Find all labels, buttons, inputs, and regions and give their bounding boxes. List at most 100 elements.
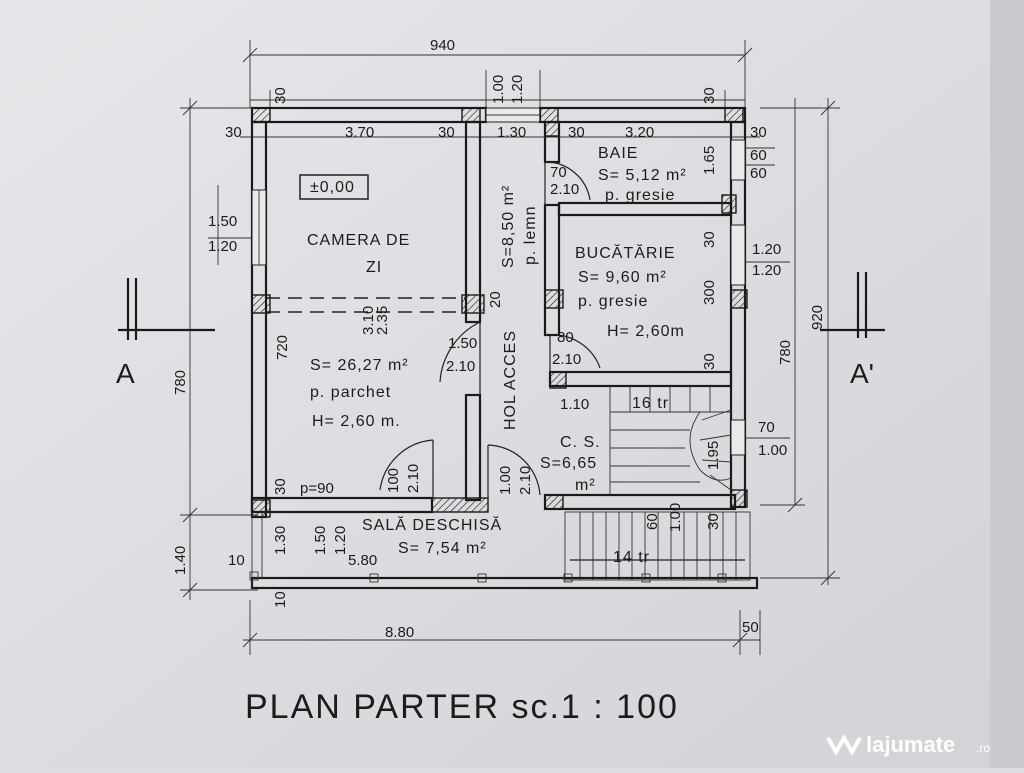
dim-win-left-150: 1.50 <box>208 213 237 230</box>
dim-right-100: 1.00 <box>758 442 787 459</box>
dim-door-150: 1.50 <box>448 335 477 352</box>
dim-20: 20 <box>487 291 504 308</box>
dim-stairs-195: 1.95 <box>705 441 722 470</box>
bucatarie-floor: p. gresie <box>578 293 648 310</box>
camera-floor: p. parchet <box>310 384 391 401</box>
baie-area: S= 5,12 m² <box>598 167 687 184</box>
sala-name: SALĂ DESCHISĂ <box>362 515 502 534</box>
dim-right-300: 300 <box>701 280 718 305</box>
dim-60c: 60 <box>644 513 661 530</box>
bucatarie-height: H= 2,60m <box>607 323 685 340</box>
section-label-right: A' <box>850 358 874 389</box>
baie-floor: p. gresie <box>605 187 675 204</box>
dim-door-80: 80 <box>557 329 574 346</box>
dim-win-left-120: 1.20 <box>208 238 237 255</box>
dim-top-right-30: 30 <box>701 87 718 104</box>
stairs-upper-steps: 16 tr <box>632 395 669 412</box>
dim-right-inner: 780 <box>777 340 794 365</box>
dim-p90: p=90 <box>300 480 334 497</box>
camera-height: H= 2,60 m. <box>312 413 401 430</box>
dim-10b: 10 <box>272 591 289 608</box>
dim-100c: 1.00 <box>667 503 684 532</box>
section-label-left: A <box>116 358 135 389</box>
dim-door-210a: 2.10 <box>446 358 475 375</box>
dimension-lines <box>180 40 840 655</box>
cs-unit: m² <box>575 477 596 494</box>
dim-30e: 30 <box>705 513 722 530</box>
hol-name: HOL ACCES <box>502 330 519 430</box>
dim-top-mid-120: 1.20 <box>509 75 526 104</box>
cs-area: S=6,65 <box>540 455 597 472</box>
sala-area: S= 7,54 m² <box>398 540 487 557</box>
dim-door-70: 70 <box>550 164 567 181</box>
dim-door-100a: 100 <box>385 468 402 493</box>
dim-row-320: 3.20 <box>625 124 654 141</box>
dim-door-210d: 2.10 <box>405 464 422 493</box>
staircase <box>564 386 751 581</box>
hol-area: S=8,50 m² <box>500 185 517 268</box>
dim-door-210b: 2.10 <box>552 351 581 368</box>
hol-floor: p. lemn <box>522 206 539 265</box>
exterior-walls <box>250 106 748 519</box>
dim-row-right-30: 30 <box>750 124 767 141</box>
dim-10a: 10 <box>228 552 245 569</box>
section-markers <box>118 272 885 340</box>
dim-row-370: 3.70 <box>345 124 374 141</box>
watermark-logo-icon <box>826 733 862 757</box>
dim-top-mid-100: 1.00 <box>490 75 507 104</box>
dim-right-60a: 60 <box>750 147 767 164</box>
dim-row-30b: 30 <box>568 124 585 141</box>
dim-235: 2.35 <box>374 306 391 335</box>
bucatarie-name: BUCĂTĂRIE <box>575 243 676 262</box>
dim-right-70: 70 <box>758 419 775 436</box>
dim-150b: 1.50 <box>312 526 329 555</box>
level-value: ±0,00 <box>310 179 355 196</box>
dim-bottom-extra: 50 <box>742 619 759 636</box>
plan-title: PLAN PARTER sc.1 : 100 <box>245 688 679 726</box>
dim-right-60b: 60 <box>750 165 767 182</box>
dim-row-130: 1.30 <box>497 124 526 141</box>
watermark-tld: .ro <box>976 741 990 755</box>
level-marker-box <box>299 174 369 200</box>
room-labels: ±0,00 CAMERA DE ZI S= 26,27 m² p. parche… <box>307 145 687 566</box>
dim-130b: 1.30 <box>272 526 289 555</box>
dim-right-outer: 920 <box>809 305 826 330</box>
dimension-labels: 940 30 1.00 1.20 30 30 3.70 30 1.30 30 3… <box>172 37 826 641</box>
cs-name: C. S. <box>560 434 601 451</box>
dim-right-120b: 1.20 <box>752 262 781 279</box>
dim-580: 5.80 <box>348 552 377 569</box>
terrace-outline <box>249 512 759 590</box>
dim-120c: 1.20 <box>332 526 349 555</box>
dim-left-720: 720 <box>274 335 291 360</box>
dim-left-lower: 1.40 <box>172 546 189 575</box>
dim-right-120a: 1.20 <box>752 241 781 258</box>
camera-area: S= 26,27 m² <box>310 357 409 374</box>
camera-name-line2: ZI <box>366 259 382 276</box>
dim-top-left-30: 30 <box>272 87 289 104</box>
dim-bottom-total: 8.80 <box>385 624 414 641</box>
dim-door-210c: 2.10 <box>550 181 579 198</box>
bucatarie-area: S= 9,60 m² <box>578 269 667 286</box>
dim-door-210e: 2.10 <box>517 466 534 495</box>
dim-row-left-30: 30 <box>225 124 242 141</box>
doors <box>379 161 601 498</box>
dim-right-30d: 30 <box>701 353 718 370</box>
dim-right-30c: 30 <box>701 231 718 248</box>
dim-310: 3.10 <box>360 306 377 335</box>
dim-30a: 30 <box>272 478 289 495</box>
paper-edge <box>990 0 1024 768</box>
stairs-lower-steps: 14 tr <box>613 549 650 566</box>
dim-left-total: 780 <box>172 370 189 395</box>
camera-name-line1: CAMERA DE <box>307 232 410 249</box>
interior-walls <box>266 120 733 502</box>
dim-110: 1.10 <box>560 396 589 413</box>
dim-door-100b: 1.00 <box>497 466 514 495</box>
baie-name: BAIE <box>598 145 638 162</box>
watermark: lajumate .ro <box>826 732 990 757</box>
watermark-brand: lajumate <box>866 732 955 757</box>
dim-right-165: 1.65 <box>701 146 718 175</box>
dim-row-mid-30: 30 <box>438 124 455 141</box>
dim-top-total: 940 <box>430 37 455 54</box>
